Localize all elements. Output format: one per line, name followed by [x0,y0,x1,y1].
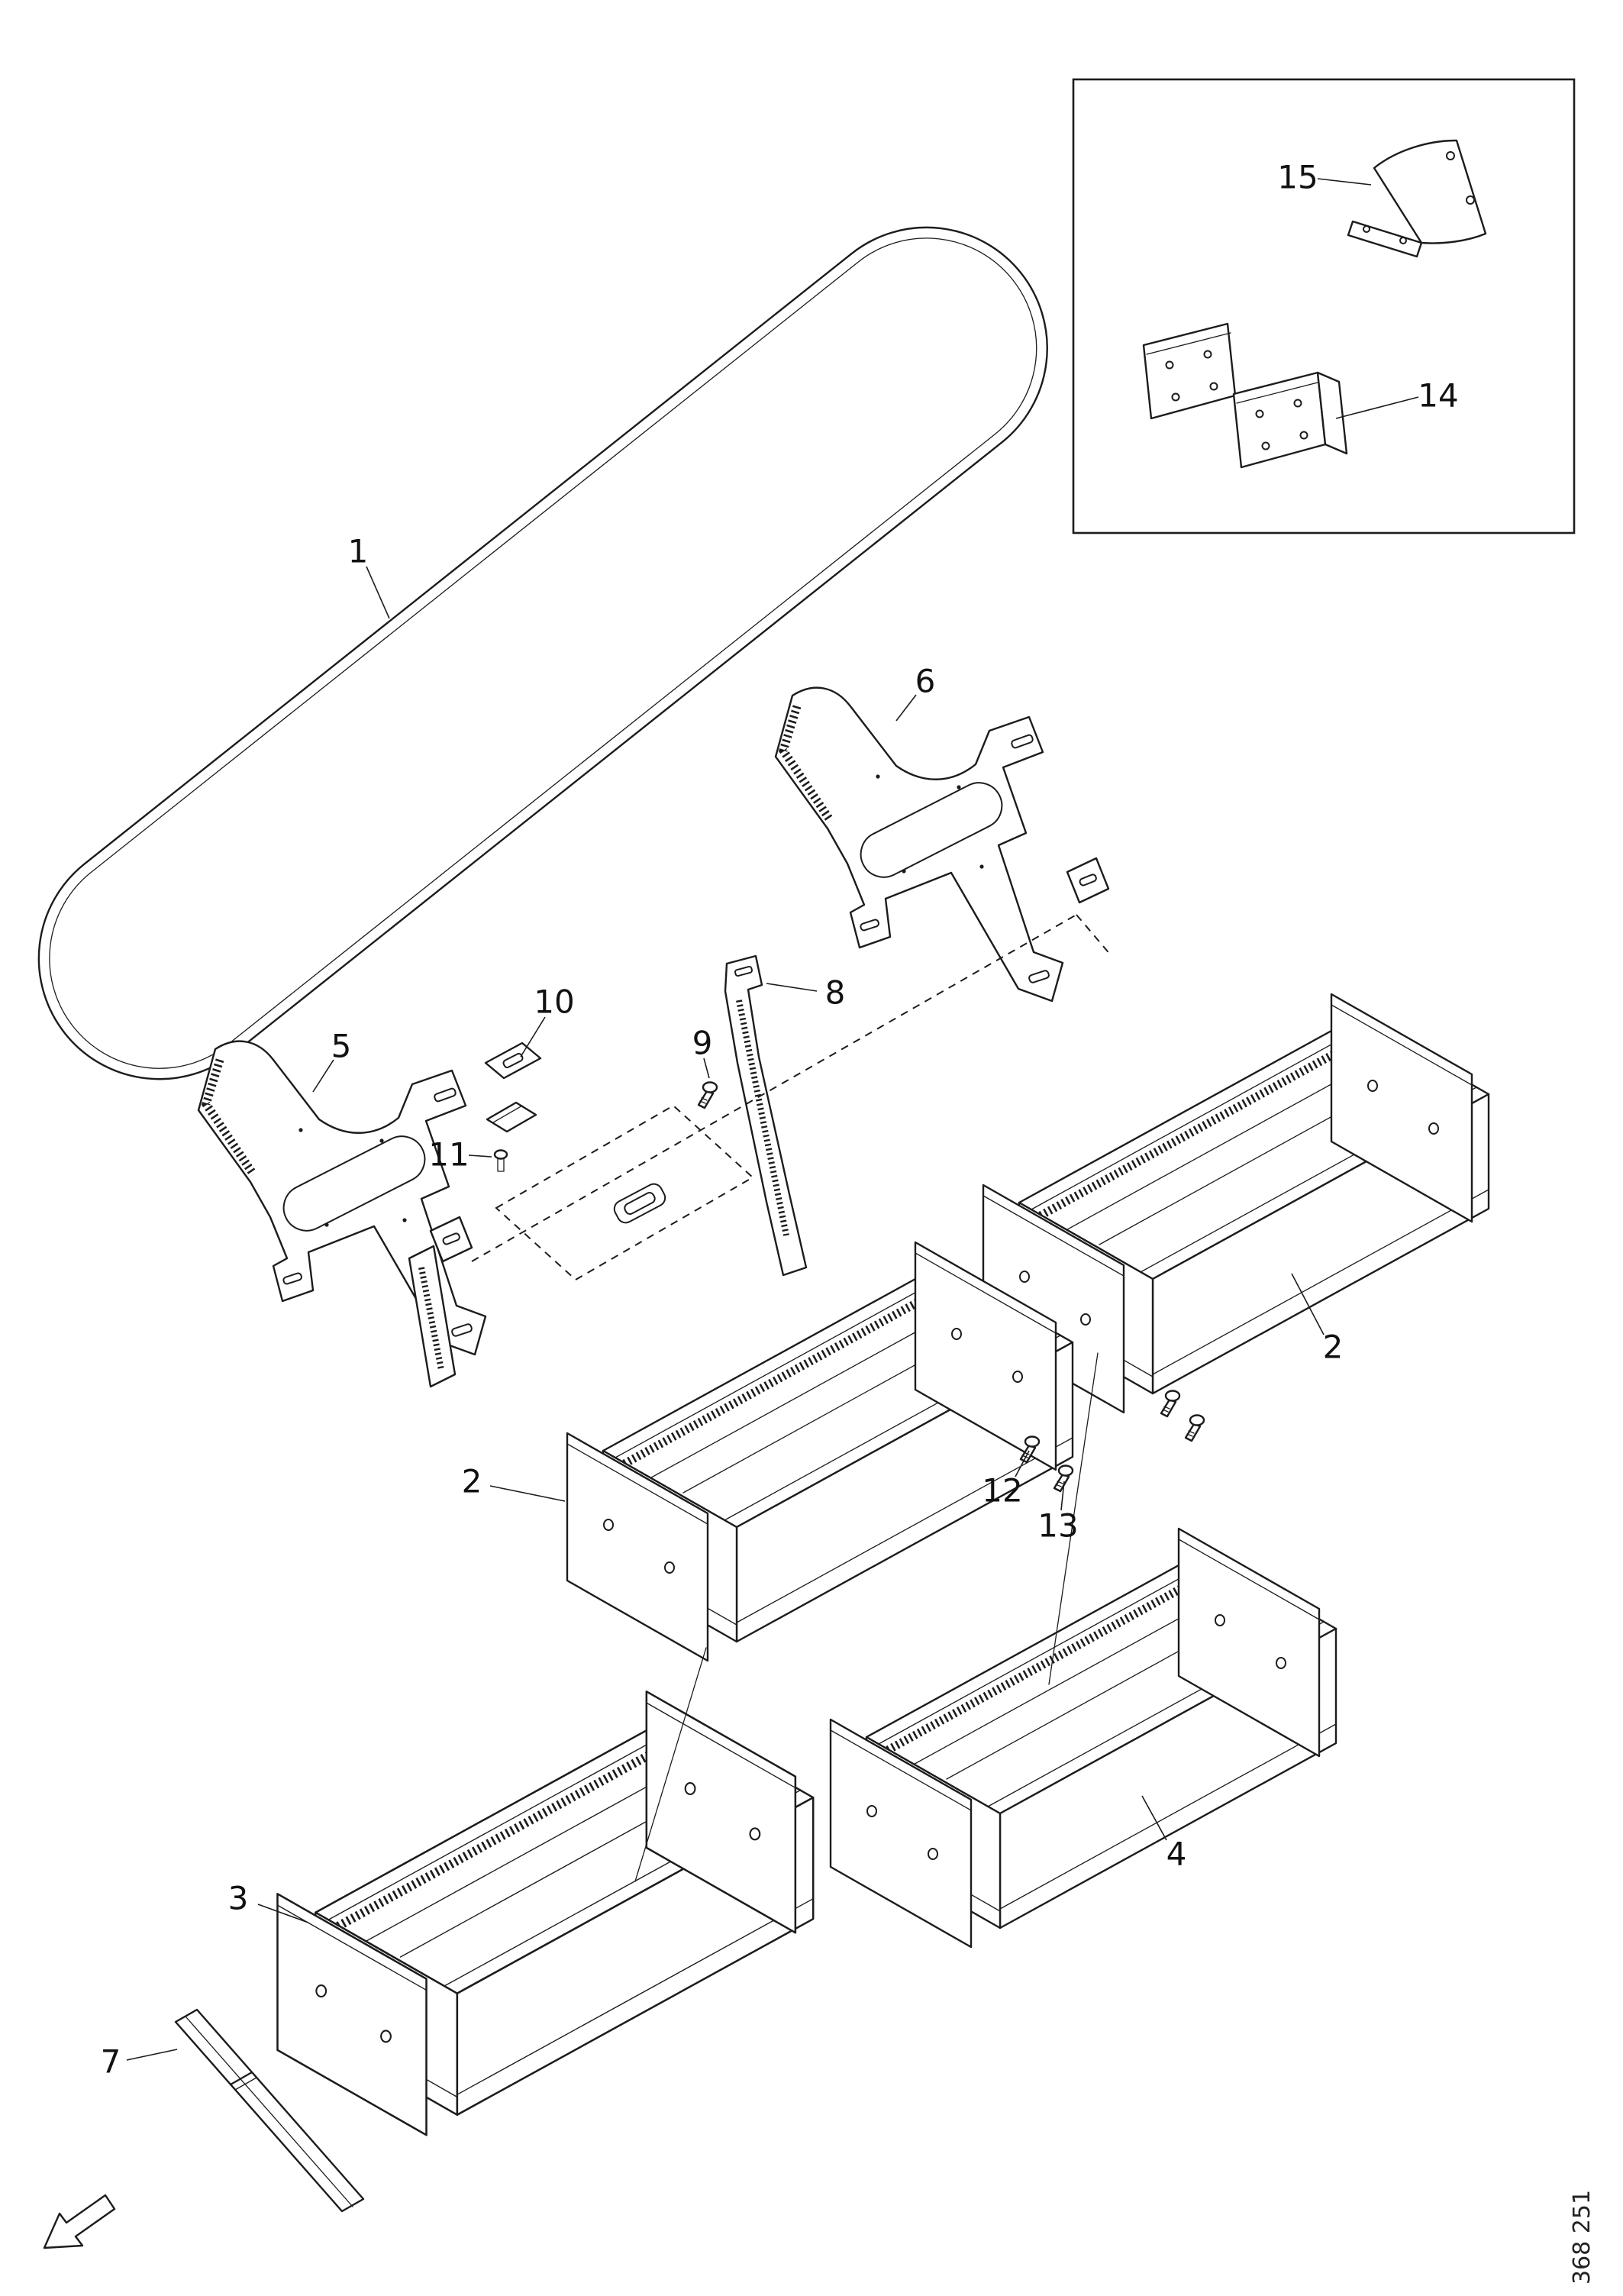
part-8-label-leader [766,983,818,992]
part-7-label: 7 [101,2043,121,2081]
part-14-hinge-brackets [1142,322,1348,469]
part-2-middle-label-leader [489,1485,566,1502]
part-9-label: 9 [692,1025,713,1062]
part-6-label-leader [895,694,917,722]
part-1-panel [37,226,1048,1080]
part-6-label: 6 [915,663,936,700]
part-2-middle-label: 2 [462,1463,482,1500]
inset-box [1072,78,1576,534]
part-7-label-leader [126,2049,178,2061]
serrated-strip [408,1245,457,1388]
part-4-label-leader [1141,1795,1167,1841]
direction-arrow-icon [43,2194,116,2249]
part-10-label: 10 [534,983,574,1021]
part-10-label-leader [520,1016,546,1058]
part-12-label: 12 [982,1472,1022,1510]
part-labels: 1 6 5 8 10 9 11 2 2 12 13 4 3 7 15 14 [101,159,1459,2081]
part-2-right-label: 2 [1323,1329,1344,1366]
part-2-right-label-leader [1291,1273,1325,1335]
part-5-tab [429,1216,473,1263]
part-14-label-leader [1335,396,1419,419]
part-11-label: 11 [428,1136,469,1174]
part-8-strap [724,954,808,1277]
part-15-label: 15 [1277,159,1318,196]
part-1-label: 1 [348,533,369,570]
part-13-label-leader [1060,1481,1065,1511]
part-5-label-leader [312,1059,334,1093]
part-15-gusset [1347,139,1487,258]
part-13-label: 13 [1037,1507,1078,1545]
part-9-label-leader [703,1058,710,1079]
part-3-label-leader [257,1904,309,1923]
part-10-clamp [484,1041,542,1133]
part-6-tab [1066,857,1110,904]
part-1-label-leader [366,566,390,619]
part-7-strip [174,2008,365,2213]
figure-number: 368 251 [1569,2190,1596,2285]
part-12-label-leader [1015,1450,1030,1477]
connector-lines [634,1352,1099,1882]
part-15-label-leader [1317,178,1372,186]
part-11-bolt [493,1149,508,1172]
phantom-plate [495,1104,754,1281]
part-5-label: 5 [331,1028,352,1065]
part-11-label-leader [468,1154,492,1158]
part-14-label: 14 [1418,377,1458,415]
part-3-label: 3 [228,1880,249,1917]
part-8-label: 8 [825,974,846,1012]
part-4-label: 4 [1166,1836,1187,1873]
